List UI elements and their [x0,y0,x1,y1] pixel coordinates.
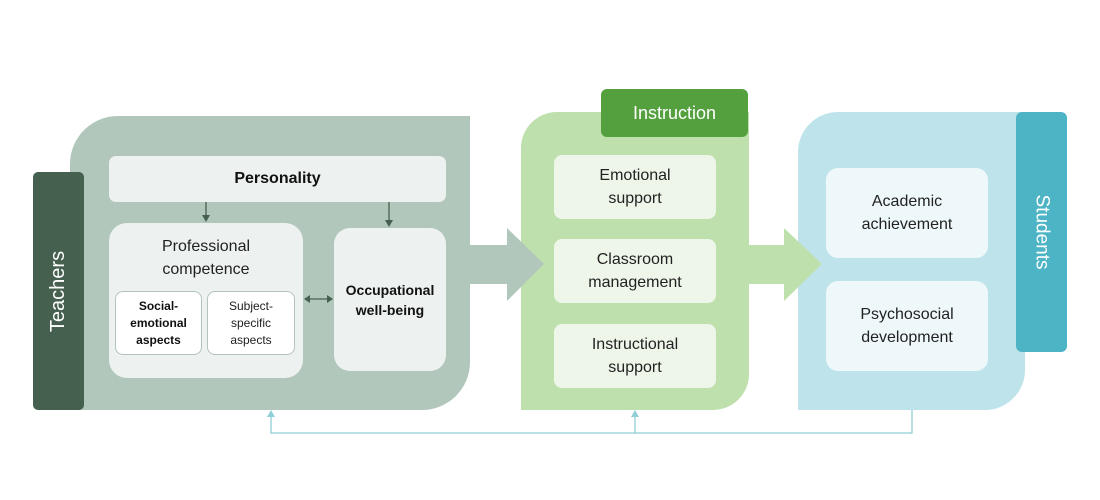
teachers-to-instruction-arrow [470,228,544,301]
social-emotional-box: Social- emotional aspects [115,291,202,355]
emotional-support-box: Emotional support [554,155,716,219]
personality-box: Personality [109,156,446,202]
competence-wellbeing-bidirectional-arrow [304,295,333,303]
personality-to-competence-arrow [202,202,210,222]
classroom-management-box: Classroom management [554,239,716,303]
instruction-label: Instruction [632,102,717,123]
occupational-wellbeing-box: Occupational well-being [334,228,446,371]
instruction-to-students-arrow [749,228,822,301]
personality-label: Personality [234,170,321,187]
teachers-tab [33,172,84,410]
subject-specific-box: Subject- specific aspects [207,291,295,355]
personality-to-wellbeing-arrow [385,202,393,227]
professional-competence-title: Professional competence [161,238,251,278]
feedback-loop [267,410,913,434]
psychosocial-development-box: Psychosocial development [826,281,988,371]
academic-achievement-box: Academic achievement [826,168,988,258]
instruction-tab: Instruction [601,89,748,137]
instructional-support-box: Instructional support [554,324,716,388]
students-tab [1016,112,1067,352]
